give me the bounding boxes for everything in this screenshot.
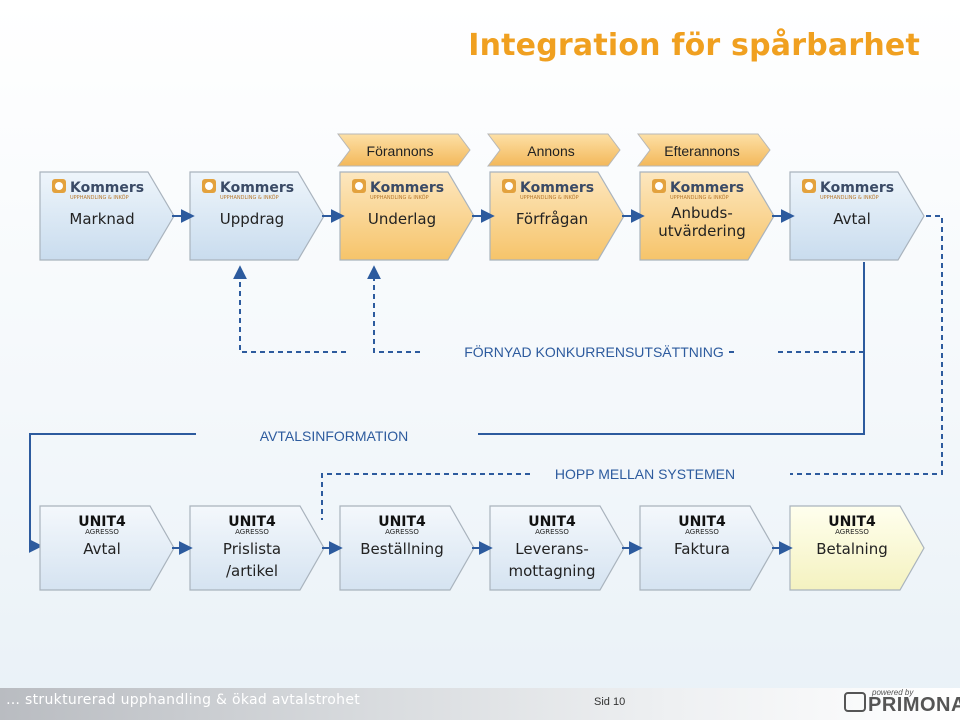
page-title: Integration för spårbarhet <box>468 28 920 63</box>
logo-text: UNIT4 <box>528 514 576 530</box>
step-label: Betalning <box>816 540 887 558</box>
logo-subtext: UPPHANDLING & INKÖP <box>220 194 279 201</box>
step-label-line2: mottagning <box>509 562 596 580</box>
step-label: Uppdrag <box>220 210 284 228</box>
step-label: Förfrågan <box>516 210 588 228</box>
phase-annons: Annons <box>487 133 621 167</box>
logo-text: UNIT4 <box>78 514 126 530</box>
agreement-info-line <box>28 262 865 553</box>
phase-forannons: Förannons <box>337 133 471 167</box>
step-label: Underlag <box>368 210 436 228</box>
brand-powered-by: powered by <box>872 688 914 697</box>
logo-text: Kommers <box>370 180 444 196</box>
logo-subtext: AGRESSO <box>85 528 119 536</box>
step-label: Anbuds- <box>671 204 733 222</box>
logo-subtext: UPPHANDLING & INKÖP <box>370 194 429 201</box>
logo-text: Kommers <box>670 180 744 196</box>
logo-text: UNIT4 <box>378 514 426 530</box>
step-label-line2: /artikel <box>226 562 278 580</box>
step-label-line2: utvärdering <box>658 222 745 240</box>
logo-subtext: UPPHANDLING & INKÖP <box>520 194 579 201</box>
primona-logo-icon <box>844 692 866 712</box>
logo-subtext: AGRESSO <box>535 528 569 536</box>
step-label: Leverans- <box>515 540 589 558</box>
footer-bar <box>0 688 960 720</box>
logo-subtext: AGRESSO <box>685 528 719 536</box>
logo-text: UNIT4 <box>228 514 276 530</box>
system-hop-label: HOPP MELLAN SYSTEMEN <box>555 466 735 482</box>
step-label: Prislista <box>223 540 281 558</box>
phase-efterannons: Efterannons <box>637 133 771 167</box>
logo-subtext: UPPHANDLING & INKÖP <box>70 194 129 201</box>
logo-text: UNIT4 <box>828 514 876 530</box>
phase-label: Förannons <box>367 143 434 159</box>
logo-text: Kommers <box>220 180 294 196</box>
logo-text: Kommers <box>520 180 594 196</box>
logo-text: Kommers <box>70 180 144 196</box>
brand-name: PRIMONA <box>868 694 960 716</box>
logo-text: Kommers <box>820 180 894 196</box>
process-diagram: Förannons Annons Efterannons KommersUPPH… <box>28 133 943 591</box>
logo-subtext: UPPHANDLING & INKÖP <box>820 194 879 201</box>
footer-tagline: … strukturerad upphandling & ökad avtals… <box>6 692 361 708</box>
renewal-label: FÖRNYAD KONKURRENSUTSÄTTNING <box>464 343 724 360</box>
step-label: Faktura <box>674 540 730 558</box>
step-label: Beställning <box>360 540 443 558</box>
logo-subtext: AGRESSO <box>835 528 869 536</box>
logo-subtext: AGRESSO <box>385 528 419 536</box>
step-label: Marknad <box>69 210 134 228</box>
step-label: Avtal <box>83 540 121 558</box>
agreement-info-label: AVTALSINFORMATION <box>260 428 409 444</box>
step-label: Avtal <box>833 210 871 228</box>
logo-subtext: AGRESSO <box>235 528 269 536</box>
phase-label: Annons <box>527 143 574 159</box>
system-hop-line <box>321 215 943 520</box>
renewal-loop <box>233 262 865 353</box>
logo-subtext: UPPHANDLING & INKÖP <box>670 194 729 201</box>
page-number: Sid 10 <box>594 696 626 708</box>
logo-text: UNIT4 <box>678 514 726 530</box>
phase-label: Efterannons <box>664 143 740 159</box>
